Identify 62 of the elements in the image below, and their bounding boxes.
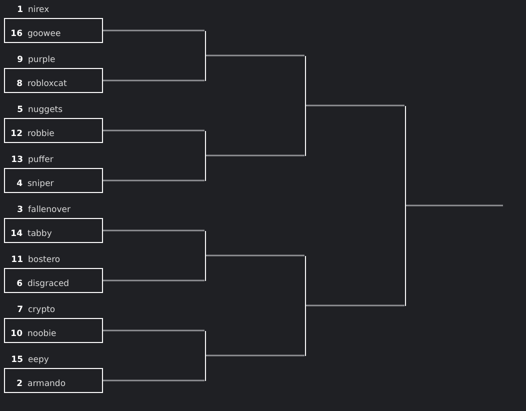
match-box	[4, 368, 103, 393]
match-box	[4, 68, 103, 93]
bracket-line	[204, 130, 206, 180]
bracket-line	[404, 106, 406, 306]
player-name: noobie	[28, 328, 56, 338]
player-name: fallenover	[28, 205, 70, 215]
seed-number: 1	[16, 5, 23, 15]
connector-line	[103, 380, 204, 382]
connector-line	[206, 354, 304, 356]
match-box	[4, 118, 103, 143]
connector-line	[306, 104, 404, 106]
seed-number: 16	[10, 28, 22, 38]
seed-number: 5	[16, 105, 23, 115]
connector-line	[406, 204, 503, 206]
seed-number: 7	[16, 305, 23, 315]
player-name: purple	[28, 55, 56, 65]
seed-number: 11	[10, 255, 23, 265]
player-name: nuggets	[28, 105, 63, 115]
player-name: puffer	[28, 155, 54, 165]
seed-number: 15	[10, 355, 23, 365]
connector-line	[206, 254, 304, 256]
seed-number: 4	[16, 178, 22, 188]
seed-number: 9	[16, 55, 23, 65]
match-box	[4, 168, 103, 193]
connector-line	[206, 154, 304, 156]
connector-line	[103, 180, 204, 182]
player-name: disgraced	[28, 278, 70, 288]
player-name: robloxcat	[28, 78, 67, 88]
match-box	[4, 318, 103, 343]
connector-line	[103, 80, 204, 82]
seed-number: 6	[16, 278, 22, 288]
seed-number: 13	[10, 155, 23, 165]
connector-line	[103, 130, 204, 132]
connector-line	[103, 30, 204, 32]
seed-number: 2	[16, 378, 22, 388]
player-name: goowee	[28, 28, 61, 38]
player-name: bostero	[28, 255, 60, 265]
seed-number: 10	[10, 328, 22, 338]
player-name: sniper	[28, 178, 54, 188]
connector-line	[103, 330, 204, 332]
match-box	[4, 18, 103, 43]
match-box	[4, 268, 103, 293]
bracket-line	[304, 256, 306, 356]
bracket-line	[204, 30, 206, 80]
player-name: nirex	[28, 5, 50, 15]
seed-number: 12	[10, 128, 22, 138]
connector-line	[103, 230, 204, 232]
player-name: tabby	[28, 228, 52, 238]
player-name: robbie	[28, 128, 54, 138]
connector-line	[103, 280, 204, 282]
match-box	[4, 218, 103, 243]
bracket-line	[204, 330, 206, 380]
seed-number: 14	[10, 228, 22, 238]
connector-line	[206, 54, 304, 56]
player-name: armando	[28, 378, 66, 388]
connector-line	[306, 304, 404, 306]
bracket-line	[304, 56, 306, 156]
seed-number: 3	[16, 205, 23, 215]
player-name: crypto	[28, 305, 56, 315]
bracket-line	[204, 230, 206, 280]
player-name: eepy	[28, 355, 49, 365]
seed-number: 8	[16, 78, 22, 88]
